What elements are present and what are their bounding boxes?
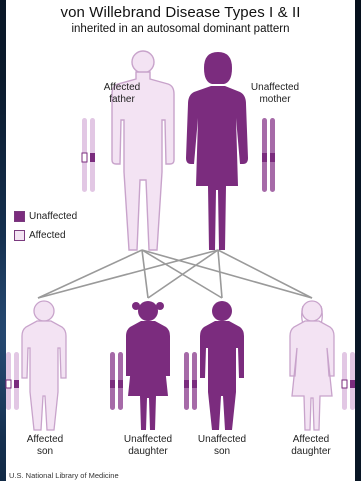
father-label-line2: father <box>87 94 157 106</box>
mother-label-line2: mother <box>240 94 310 106</box>
inheritance-lines <box>38 250 312 298</box>
child-label-affected-daughter: Affected daughter <box>276 434 346 457</box>
child-label-line1: Affected <box>276 434 346 446</box>
child-label-line2: daughter <box>113 446 183 458</box>
child-label-line2: son <box>187 446 257 458</box>
unaffected-son-chromosomes <box>184 352 197 410</box>
mother-chromosomes <box>262 118 275 192</box>
father-label-line1: Affected <box>87 82 157 94</box>
unaffected-daughter-figure <box>126 301 170 430</box>
affected-son-figure <box>22 301 66 430</box>
mother-figure <box>186 52 248 250</box>
affected-daughter-chromosomes <box>342 352 355 410</box>
father-figure <box>112 51 174 250</box>
mother-label: Unaffected mother <box>240 82 310 105</box>
child-label-unaffected-son: Unaffected son <box>187 434 257 457</box>
child-label-line1: Unaffected <box>187 434 257 446</box>
child-label-affected-son: Affected son <box>10 434 80 457</box>
father-chromosomes <box>82 118 95 192</box>
credit-text: U.S. National Library of Medicine <box>9 471 119 480</box>
legend-affected-swatch <box>14 230 25 241</box>
father-label: Affected father <box>87 82 157 105</box>
legend-affected: Affected <box>14 230 66 241</box>
legend-affected-label: Affected <box>29 230 66 241</box>
child-label-line1: Unaffected <box>113 434 183 446</box>
affected-daughter-figure <box>290 301 334 430</box>
legend-unaffected-label: Unaffected <box>29 211 77 222</box>
legend-unaffected-swatch <box>14 211 25 222</box>
child-label-line1: Affected <box>10 434 80 446</box>
affected-son-chromosomes <box>6 352 19 410</box>
child-label-line2: daughter <box>276 446 346 458</box>
child-label-line2: son <box>10 446 80 458</box>
mother-label-line1: Unaffected <box>240 82 310 94</box>
unaffected-son-figure <box>200 301 244 430</box>
child-label-unaffected-daughter: Unaffected daughter <box>113 434 183 457</box>
unaffected-daughter-chromosomes <box>110 352 123 410</box>
legend-unaffected: Unaffected <box>14 211 77 222</box>
